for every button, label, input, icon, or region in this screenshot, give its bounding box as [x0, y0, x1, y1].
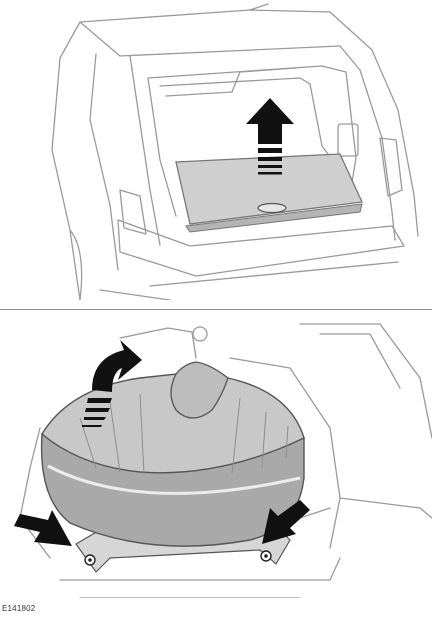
rear-bumper	[118, 220, 404, 276]
body-side	[52, 58, 80, 300]
spare-wheel-drawing	[0, 318, 432, 598]
roof-edge	[80, 22, 340, 56]
load-space-drawing	[0, 0, 432, 300]
spare-wheel-illustration	[0, 318, 432, 598]
tail-lamp	[120, 190, 146, 234]
roof-outline	[60, 10, 372, 58]
floor-handle	[258, 204, 286, 213]
load-space-illustration	[0, 0, 432, 300]
panel-divider	[0, 309, 432, 310]
well-outline	[300, 324, 432, 438]
figure-reference-code: E141802	[2, 604, 35, 613]
fixing-boss	[193, 327, 207, 341]
